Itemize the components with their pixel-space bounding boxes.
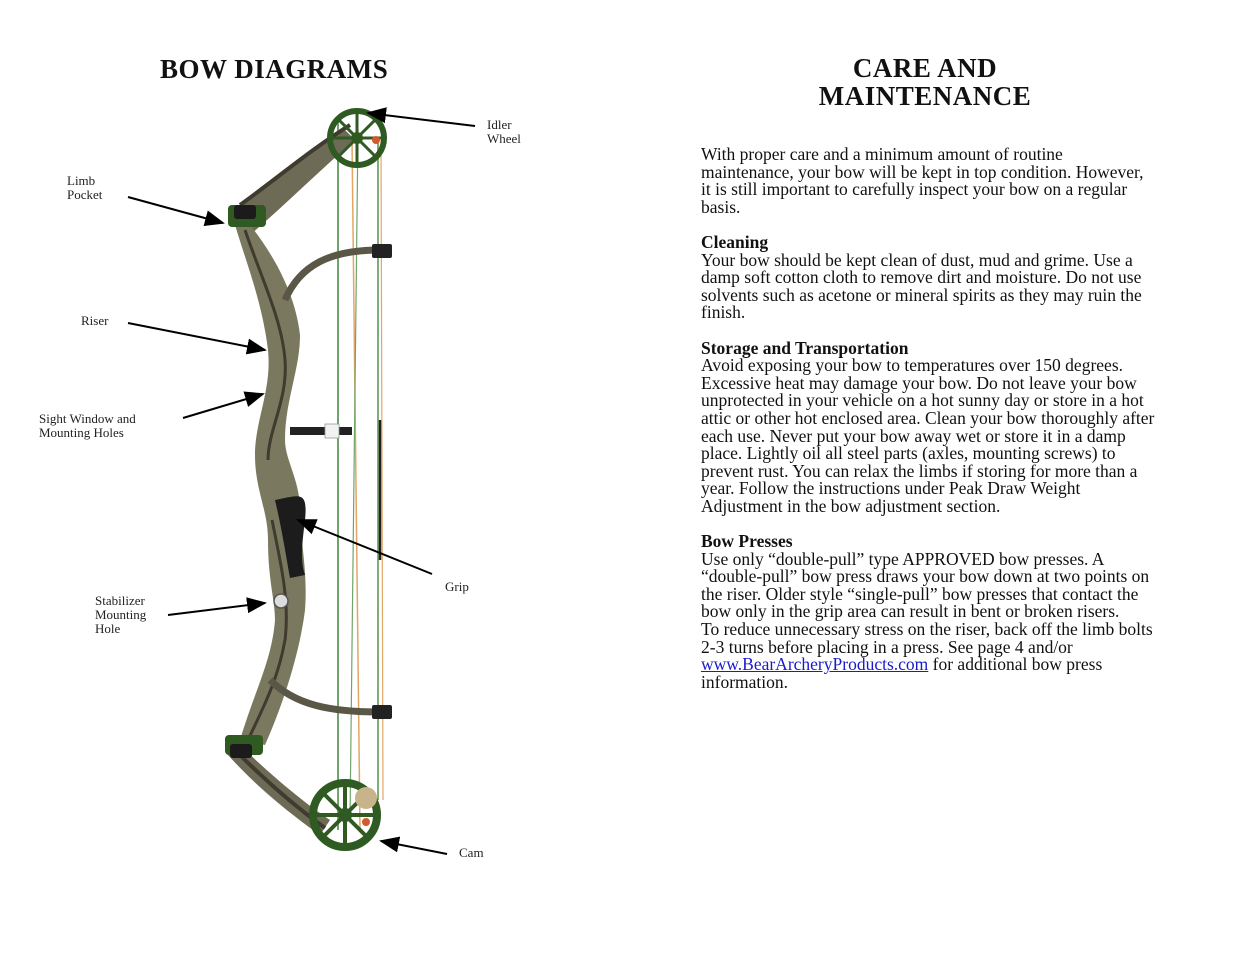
cam — [309, 779, 381, 851]
presses-section: Bow Presses Use only “double-pull” type … — [701, 531, 1156, 692]
bow-diagrams-page: BOW DIAGRAMS — [39, 54, 521, 860]
bow-strings — [337, 120, 384, 831]
cleaning-section: Cleaning Your bow should be kept clean o… — [701, 231, 1156, 323]
bow-diagrams-title: BOW DIAGRAMS — [160, 54, 389, 84]
idler-wheel-label: Idler Wheel — [487, 117, 521, 146]
care-maintenance-title: CARE AND MAINTENANCE — [818, 53, 1032, 111]
lower-limb-pocket — [225, 735, 263, 758]
presses-body-continued: To reduce unnecessary stress on the rise… — [701, 619, 1156, 692]
care-content: With proper care and a minimum amount of… — [701, 144, 1156, 709]
idler-wheel — [327, 108, 387, 168]
presses-heading: Bow Presses — [701, 531, 793, 552]
callout-arrows — [127, 107, 476, 855]
grip-label: Grip — [445, 579, 469, 594]
care-maintenance-page: CARE AND MAINTENANCE With proper care an… — [620, 0, 1235, 954]
bear-archery-link[interactable]: www.BearArcheryProducts.com — [701, 654, 929, 675]
intro-paragraph: With proper care and a minimum amount of… — [701, 144, 1144, 217]
upper-limb-pocket — [228, 205, 266, 227]
limb-pocket-label: Limb Pocket — [67, 173, 103, 202]
storage-body: Avoid exposing your bow to temperatures … — [701, 355, 1155, 516]
presses-body-3: for additional bow press information. — [701, 654, 1103, 692]
bow-diagram — [127, 107, 476, 855]
cam-label: Cam — [459, 845, 484, 860]
presses-body-2: To reduce unnecessary stress on the rise… — [701, 619, 1153, 657]
riser-label: Riser — [81, 313, 109, 328]
stabilizer-label: Stabilizer Mounting Hole — [95, 593, 147, 636]
storage-heading: Storage and Transportation — [701, 337, 909, 358]
storage-section: Storage and Transportation Avoid exposin… — [701, 337, 1156, 516]
cleaning-heading: Cleaning — [701, 231, 769, 252]
presses-body: Use only “double-pull” type APPROVED bow… — [701, 548, 1150, 622]
bow-riser — [228, 123, 392, 835]
cleaning-body: Your bow should be kept clean of dust, m… — [701, 249, 1142, 323]
sight-window-label: Sight Window and Mounting Holes — [39, 411, 136, 440]
